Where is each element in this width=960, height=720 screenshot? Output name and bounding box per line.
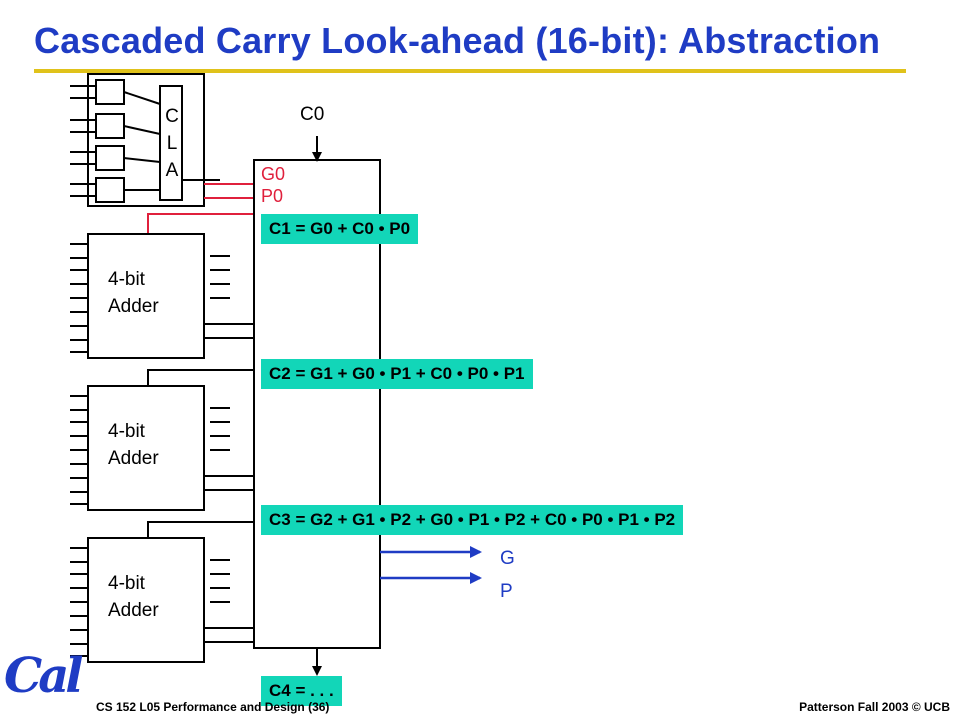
- equation-c2: C2 = G1 + G0 • P1 + C0 • P0 • P1: [261, 359, 533, 389]
- adder-1-line1: 4-bit: [108, 269, 145, 290]
- footer-course-label: CS 152 L05 Performance and Design (36): [96, 700, 330, 714]
- adder-2-label: 4-bit Adder: [108, 418, 159, 472]
- adder-1-block: [70, 233, 254, 386]
- cal-logo: Cal: [4, 648, 84, 704]
- g0-label: G0: [261, 164, 286, 184]
- equation-c4: C4 = . . .: [261, 676, 342, 706]
- slide-title: Cascaded Carry Look-ahead (16-bit): Abst…: [34, 20, 881, 61]
- g0-p0-signals: [147, 183, 254, 234]
- cla-subblock: [70, 73, 220, 207]
- c0-label: C0: [300, 104, 325, 125]
- cla-letter-l: L: [166, 133, 178, 154]
- adder-2-block: [70, 385, 254, 538]
- adder-1-line2: Adder: [108, 296, 159, 317]
- title-rule: [34, 69, 906, 73]
- adder-1-label: 4-bit Adder: [108, 266, 159, 320]
- adder-3-label: 4-bit Adder: [108, 570, 159, 624]
- g-output-label: G: [500, 548, 515, 569]
- adder-3-block: [70, 537, 254, 663]
- equation-c1: C1 = G0 + C0 • P0: [261, 214, 419, 244]
- adder-2-line1: 4-bit: [108, 421, 145, 442]
- equation-c3: C3 = G2 + G1 • P2 + G0 • P1 • P2 + C0 • …: [261, 505, 684, 535]
- p0-label: P0: [261, 186, 284, 206]
- cla-letter-c: C: [165, 106, 179, 127]
- adder-2-line2: Adder: [108, 448, 159, 469]
- cla-letter-a: A: [165, 160, 179, 181]
- adder-3-line1: 4-bit: [108, 573, 145, 594]
- p-output-label: P: [500, 581, 513, 602]
- footer-copyright: Patterson Fall 2003 © UCB: [799, 700, 950, 714]
- adder-3-line2: Adder: [108, 600, 159, 621]
